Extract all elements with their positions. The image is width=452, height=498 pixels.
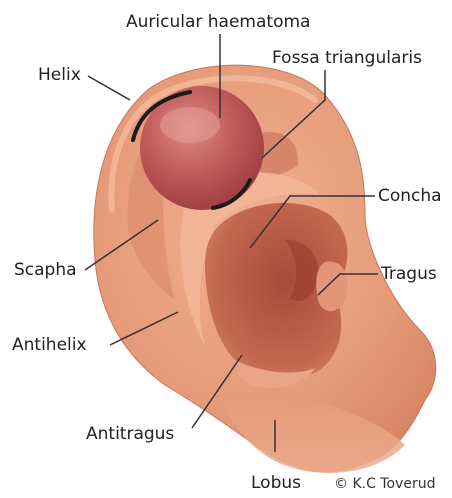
label-lobus: Lobus: [251, 473, 301, 493]
label-antihelix: Antihelix: [12, 335, 87, 355]
label-scapha: Scapha: [14, 260, 77, 280]
haematoma-highlight: [160, 107, 220, 143]
copyright-credit: © K.C Toverud: [334, 475, 435, 493]
label-tragus: Tragus: [381, 264, 437, 284]
label-fossa-triangularis: Fossa triangularis: [272, 48, 422, 68]
label-antitragus: Antitragus: [86, 424, 174, 444]
label-helix: Helix: [38, 65, 81, 85]
label-concha: Concha: [378, 186, 442, 206]
leader-helix: [88, 76, 130, 100]
label-auricular-haematoma: Auricular haematoma: [126, 12, 310, 32]
